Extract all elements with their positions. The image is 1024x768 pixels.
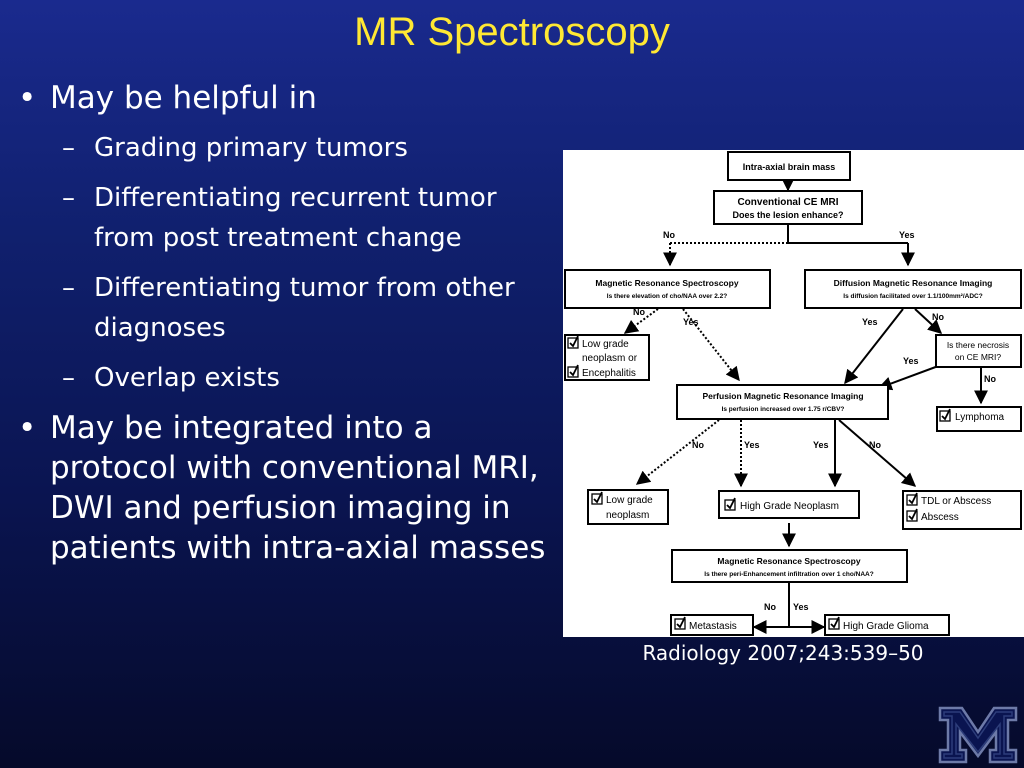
box-intra-axial [727, 151, 851, 181]
sub-bullet-item: –Differentiating tumor from other diagno… [18, 268, 548, 348]
connector [838, 419, 917, 487]
edge-label-yes: Yes [744, 440, 760, 450]
checkbox-icons [567, 335, 951, 630]
box-dwi [804, 269, 1022, 309]
box-high-grade-glioma [824, 614, 950, 636]
sub-bullet-text: Differentiating recurrent tumor from pos… [94, 183, 497, 253]
box-lowgrade-encephalitis [564, 334, 650, 381]
metastasis-label: Metastasis [689, 621, 737, 632]
lymphoma-label: Lymphoma [955, 412, 1005, 423]
edge-label-no: No [932, 312, 944, 322]
sub-bullet-text: Grading primary tumors [94, 133, 408, 163]
checkbox-icon [828, 616, 840, 630]
sub-bullet-text: Differentiating tumor from other diagnos… [94, 273, 515, 343]
flowchart-svg: Intra-axial brain mass Conventional CE M… [564, 151, 1022, 636]
mrs2-title: Magnetic Resonance Spectroscopy [717, 556, 860, 566]
box-perfusion [676, 384, 889, 420]
checkbox-icon [591, 491, 603, 505]
checkbox-icon [567, 364, 579, 378]
edge-label-no: No [692, 440, 704, 450]
slide-title: MR Spectroscopy [354, 10, 670, 54]
edge-label-no: No [869, 440, 881, 450]
sub-bullet-dash: – [62, 133, 75, 163]
edge-label-no: No [984, 374, 996, 384]
dwi-title: Diffusion Magnetic Resonance Imaging [834, 278, 993, 288]
perfusion-question: Is perfusion increased over 1.75 r/CBV? [722, 406, 845, 413]
sub-bullet-dash: – [62, 183, 75, 213]
conventional-ce-question: Does the lesion enhance? [732, 210, 843, 220]
flowchart-boxes [564, 151, 1022, 636]
edge-label-no: No [663, 230, 675, 240]
checkbox-icon [906, 492, 918, 506]
checkbox-icon [939, 408, 951, 422]
box-tdl-abscess [902, 490, 1022, 530]
dwi-question: Is diffusion facilitated over 1.1/100mm²… [843, 293, 982, 300]
tdl-abscess-label: TDL or Abscess [921, 496, 991, 507]
edge-label-yes: Yes [899, 230, 915, 240]
bullet-item: • May be integrated into a protocol with… [18, 408, 548, 568]
box-high-grade-neoplasm [718, 490, 860, 519]
sub-bullet-dash: – [62, 273, 75, 303]
flowchart-connectors [623, 177, 988, 634]
box-lymphoma [936, 406, 1022, 432]
perfusion-title: Perfusion Magnetic Resonance Imaging [702, 391, 863, 401]
checkbox-icon [906, 508, 918, 522]
mrs1-question: Is there elevation of cho/NAA over 2.2? [607, 293, 727, 300]
edge-label-no: No [764, 602, 776, 612]
box-metastasis [670, 614, 754, 636]
edge-label-yes: Yes [813, 440, 829, 450]
bullet-dot: • [18, 80, 37, 116]
mrs2-question: Is there peri-Enhancement infiltration o… [704, 571, 873, 578]
lowgrade-line2: neoplasm [606, 510, 649, 521]
connector [914, 308, 943, 334]
connector [623, 308, 659, 334]
sub-bullet-text: Overlap exists [94, 363, 280, 393]
bullet-text: May be integrated into a protocol with c… [50, 410, 546, 566]
edge-label-yes: Yes [683, 317, 699, 327]
sub-bullet-item: –Grading primary tumors [18, 128, 548, 168]
citation: Radiology 2007;243:539–50 [642, 641, 924, 665]
lowgrade-enc-line1: Low grade [582, 339, 629, 350]
block-m-icon [938, 706, 1018, 764]
box-mrs1 [564, 269, 771, 309]
bullet-text: May be helpful in [50, 80, 317, 116]
box-necrosis [935, 334, 1022, 368]
lowgrade-enc-line3: Encephalitis [582, 368, 636, 379]
necrosis-line1: Is there necrosis [947, 340, 1009, 350]
connector [877, 364, 942, 391]
flowchart-figure: Intra-axial brain mass Conventional CE M… [563, 150, 1024, 637]
intra-axial-label: Intra-axial brain mass [743, 162, 836, 172]
mrs1-title: Magnetic Resonance Spectroscopy [595, 278, 738, 288]
edge-label-yes: Yes [862, 317, 878, 327]
checkbox-icon [674, 616, 686, 630]
bullet-list: • May be helpful in –Grading primary tum… [18, 78, 548, 578]
checkbox-icon [724, 497, 736, 511]
connector [635, 419, 720, 485]
edge-label-no: No [633, 307, 645, 317]
edge-label-yes: Yes [793, 602, 809, 612]
box-conventional-ce [713, 190, 863, 225]
edge-label-yes: Yes [903, 356, 919, 366]
box-mrs2 [671, 549, 908, 583]
connector [682, 308, 740, 382]
abscess-label: Abscess [921, 512, 959, 523]
checkbox-icon [567, 335, 579, 349]
lowgrade-enc-line2: neoplasm or [582, 353, 638, 364]
necrosis-line2: on CE MRI? [955, 352, 1002, 362]
bullet-item: • May be helpful in [18, 78, 548, 118]
university-m-logo [938, 706, 1018, 764]
sub-bullet-dash: – [62, 363, 75, 393]
bullet-dot: • [18, 410, 37, 446]
sub-bullet-item: –Differentiating recurrent tumor from po… [18, 178, 548, 258]
connector [844, 308, 904, 385]
high-grade-neoplasm-label: High Grade Neoplasm [740, 501, 839, 512]
conventional-ce-title: Conventional CE MRI [737, 197, 838, 208]
sub-bullet-list: –Grading primary tumors –Differentiating… [18, 128, 548, 398]
lowgrade-line1: Low grade [606, 495, 653, 506]
edge-labels: No Yes No Yes Yes No Yes No No Yes Yes N… [633, 230, 996, 612]
sub-bullet-item: –Overlap exists [18, 358, 548, 398]
high-grade-glioma-label: High Grade Glioma [843, 621, 929, 632]
